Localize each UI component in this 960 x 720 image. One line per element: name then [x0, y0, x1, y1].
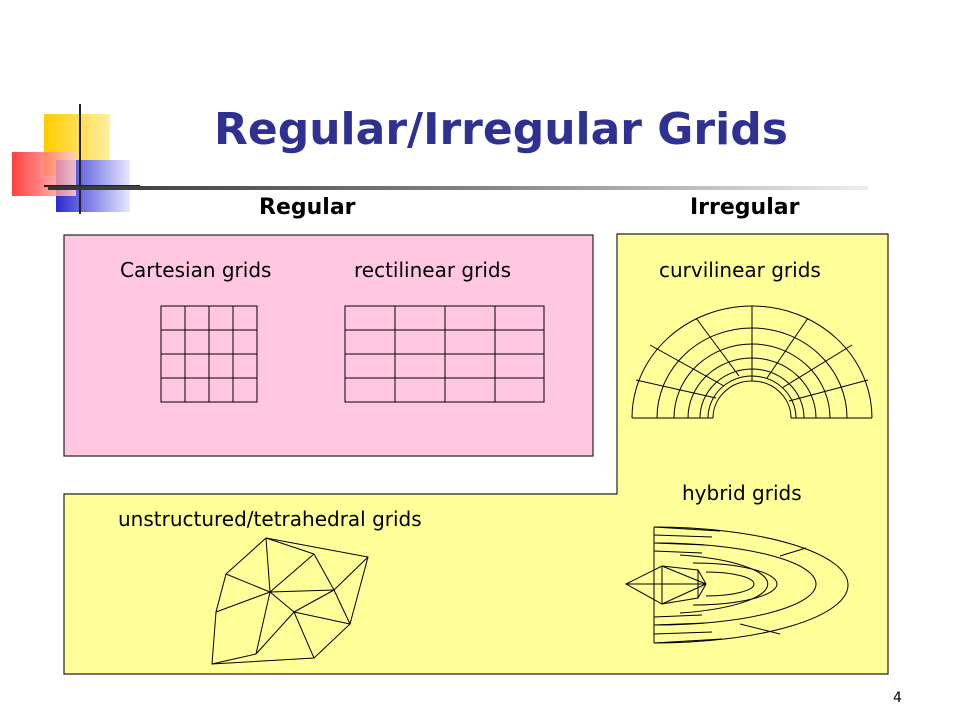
title-underline: [48, 186, 868, 190]
label-curvilinear-grids: curvilinear grids: [659, 258, 821, 282]
label-cartesian-grids: Cartesian grids: [120, 258, 272, 282]
heading-regular: Regular: [259, 195, 356, 220]
hybrid-grid: [624, 526, 849, 644]
heading-irregular: Irregular: [690, 195, 800, 220]
curvilinear-grid: [631, 305, 873, 419]
page-number: 4: [893, 690, 902, 706]
rectilinear-grid: [344, 305, 545, 403]
regular-region: [63, 234, 594, 457]
irregular-region: [63, 233, 889, 675]
label-unstructured-grids: unstructured/tetrahedral grids: [118, 507, 422, 531]
label-hybrid-grids: hybrid grids: [682, 481, 802, 505]
cartesian-grid: [160, 305, 258, 403]
slide-title: Regular/Irregular Grids: [214, 104, 788, 155]
label-rectilinear-grids: rectilinear grids: [354, 258, 512, 282]
unstructured-grid: [211, 537, 369, 665]
